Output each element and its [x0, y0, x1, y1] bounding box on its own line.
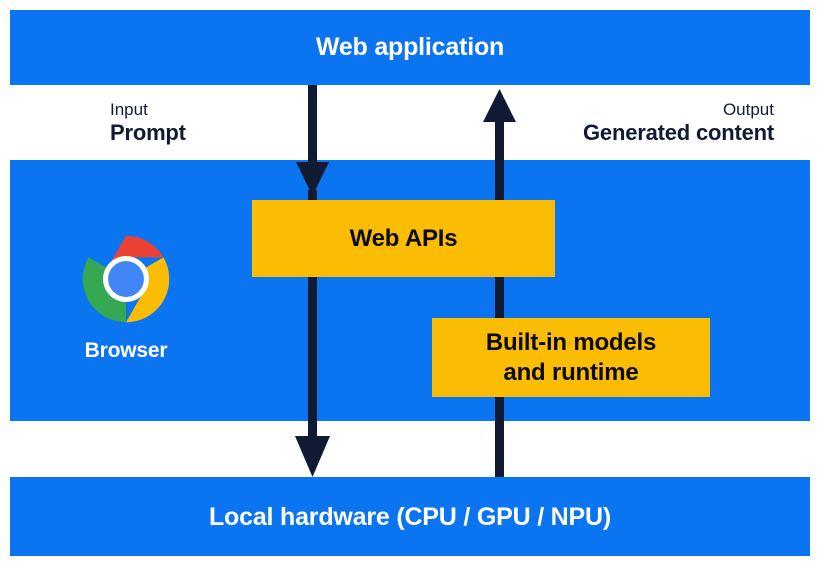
box-builtin-models-label-line2: and runtime — [503, 358, 639, 386]
browser-block: Browser — [78, 233, 174, 363]
input-kind-label: Input — [110, 100, 148, 119]
box-builtin-models[interactable]: Built-in models and runtime — [432, 318, 710, 397]
input-label-group: Input Prompt — [110, 100, 186, 146]
band-web-application-label: Web application — [315, 33, 505, 61]
band-local-hardware-label: Local hardware (CPU / GPU / NPU) — [208, 503, 611, 531]
box-web-apis[interactable]: Web APIs — [252, 200, 555, 277]
output-value-label: Generated content — [583, 120, 774, 146]
chrome-logo-icon — [82, 235, 170, 323]
band-web-application: Web application — [10, 10, 810, 85]
box-builtin-models-text: Built-in models and runtime — [485, 328, 657, 387]
box-web-apis-label: Web APIs — [349, 224, 458, 252]
output-kind-label: Output — [722, 100, 774, 119]
input-value-label: Prompt — [110, 120, 186, 146]
browser-label: Browser — [84, 339, 168, 362]
output-label-group: Output Generated content — [583, 100, 774, 146]
box-builtin-models-label-line1: Built-in models — [485, 329, 657, 357]
band-local-hardware: Local hardware (CPU / GPU / NPU) — [10, 477, 810, 556]
